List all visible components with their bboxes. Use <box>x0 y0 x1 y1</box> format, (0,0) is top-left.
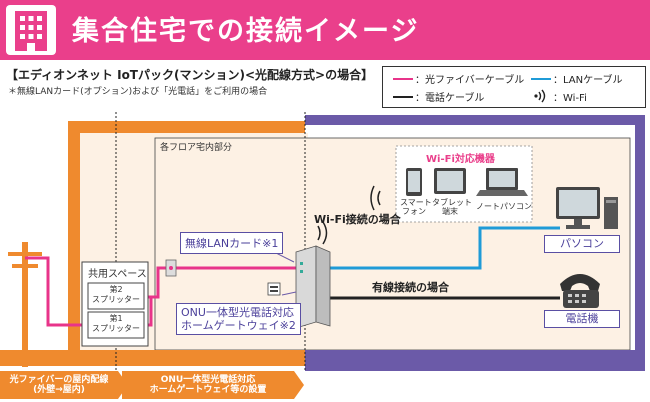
onu-label: ONU一体型光電話対応 ホームゲートウェイ※2 <box>176 303 301 335</box>
wireless-card-icon <box>267 282 281 296</box>
wifi-connection-label: Wi-Fi接続の場合 <box>314 213 401 226</box>
fiber-cable-indoor <box>146 266 300 299</box>
splitter-1-label: 第1 スプリッター <box>92 314 140 333</box>
title-banner <box>0 0 650 60</box>
wifi-devices-title: Wi-Fi対応機器 <box>426 154 495 165</box>
wifi-icon <box>534 89 546 103</box>
smartphone-icon <box>406 168 422 196</box>
legend-phone-swatch <box>393 96 413 98</box>
legend-phone: ：電話ケーブル <box>415 93 485 104</box>
legend-fiber-swatch <box>393 78 413 80</box>
shared-space-label: 共用スペース <box>88 269 147 280</box>
tablet-label: タブレット 端末 <box>432 198 472 216</box>
legend-lan-swatch <box>531 78 551 80</box>
footer-left: 光ファイバーの屋内配線 (外壁→屋内) <box>0 371 118 399</box>
page-title: 集合住宅での接続イメージ <box>72 16 420 47</box>
onu-device-icon <box>295 245 331 329</box>
plan-subtitle: 【エディオンネット IoTパック(マンション)<光配線方式>の場合】 <box>6 68 374 82</box>
legend-lan: ：LANケーブル <box>553 75 623 86</box>
lan-cable <box>328 226 560 270</box>
orange-band <box>0 350 305 366</box>
phone-label: 電話機 <box>544 310 620 328</box>
building-icon <box>6 5 56 55</box>
building-wall-left <box>68 121 305 366</box>
purple-band <box>305 350 645 366</box>
onu-wifi-icon <box>317 221 328 245</box>
legend-fiber: ：光ファイバーケーブル <box>415 75 525 86</box>
splitter-2-label: 第2 スプリッター <box>92 285 140 304</box>
notebook-pc-icon <box>476 168 528 196</box>
floor-area-label: 各フロア宅内部分 <box>160 143 233 153</box>
splitter-1-box <box>87 311 145 339</box>
notebook-label: ノートパソコン <box>476 202 532 211</box>
legend: ：光ファイバーケーブル ：LANケーブル ：電話ケーブル ：Wi-Fi <box>382 66 646 108</box>
fiber-cable-outside <box>25 256 86 327</box>
pc-label: パソコン <box>544 235 620 253</box>
wired-connection-label: 有線接続の場合 <box>372 281 449 294</box>
telephone-icon <box>560 274 600 308</box>
legend-wifi: ：Wi-Fi <box>553 93 587 104</box>
utility-pole <box>8 242 42 367</box>
splitter-2-box <box>87 282 145 310</box>
smartphone-label: スマート フォン <box>400 198 432 216</box>
wireless-card-label: 無線LANカード※1 <box>180 232 284 254</box>
plan-note: ＊無線LANカード(オプション)および「光電話」をご利用の場合 <box>8 87 268 97</box>
footer-right: ONU一体型光電話対応 ホームゲートウェイ等の設置 <box>122 371 294 399</box>
desktop-pc-icon <box>556 187 618 229</box>
tablet-icon <box>434 168 466 194</box>
footer-right-arrow <box>294 371 304 399</box>
devices-wifi-icon <box>370 185 381 211</box>
